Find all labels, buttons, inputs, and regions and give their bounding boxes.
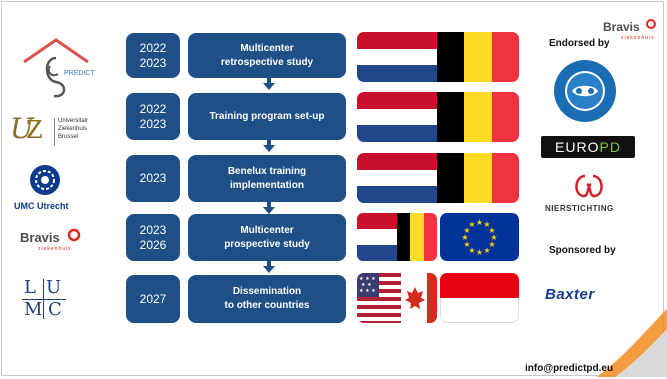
svg-text:★ ★ ★: ★ ★ ★ xyxy=(359,276,376,282)
arrow-2-stem xyxy=(267,140,271,145)
svg-text:★: ★ xyxy=(483,246,490,255)
flag-netherlands-small xyxy=(357,213,397,261)
arrow-3-stem xyxy=(267,202,271,207)
europd-part-1: EURO xyxy=(555,139,600,155)
ispd-logo xyxy=(552,58,618,124)
step-4-year-start: 2023 xyxy=(139,222,167,237)
uz-line-2: Ziekenhuis xyxy=(58,126,88,132)
nierstichting-kidney-icon xyxy=(575,174,603,198)
svg-text:★: ★ xyxy=(468,220,475,229)
step-4-years: 2023 2026 xyxy=(126,214,180,261)
bravis-right-swirl-icon xyxy=(646,19,656,29)
bravis-left-label: Bravis xyxy=(20,230,60,245)
europd-logo: EURO PD xyxy=(541,136,635,158)
step-2-year-end: 2023 xyxy=(139,116,167,131)
uz-brussel-logo: U Z Universitair Ziekenhuis Brussel xyxy=(10,112,110,152)
svg-text:★: ★ xyxy=(463,226,470,235)
lumc-logo: L U M C xyxy=(22,275,72,325)
flag-nl-be-row-3 xyxy=(357,153,519,203)
step-2-year-start: 2022 xyxy=(139,101,167,116)
step-5-year: 2027 xyxy=(139,291,167,306)
flag-indonesia xyxy=(440,273,519,323)
step-2-label: Training program set-up xyxy=(188,93,346,140)
uz-line-3: Brussel xyxy=(58,134,79,140)
lumc-letter-m: M xyxy=(24,299,43,320)
flag-netherlands xyxy=(357,92,437,142)
arrow-4-stem xyxy=(267,261,271,266)
europd-part-2: PD xyxy=(599,139,621,155)
arrow-1-stem xyxy=(267,78,271,83)
svg-text:★: ★ xyxy=(476,248,483,257)
step-4-year-end: 2026 xyxy=(139,237,167,252)
umc-emblem-icon xyxy=(30,165,60,195)
arrow-4-head xyxy=(263,266,275,273)
flag-usa-canada: ★ ★ ★★ ★★ ★ ★ xyxy=(357,273,437,323)
step-3-year: 2023 xyxy=(139,171,167,185)
bravis-right-label: Bravis xyxy=(603,20,640,34)
baxter-logo: Baxter xyxy=(545,286,595,303)
lumc-letter-l: L xyxy=(24,277,36,298)
step-1-year-end: 2023 xyxy=(139,55,167,70)
arrow-3-head xyxy=(263,207,275,214)
step-1-years: 2022 2023 xyxy=(126,33,180,78)
nierstichting-label: NIERSTICHTING xyxy=(545,204,614,213)
step-5-label: Dissemination to other countries xyxy=(188,275,346,323)
step-1-label: Multicenter retrospective study xyxy=(188,33,346,78)
svg-text:★ ★ ★: ★ ★ ★ xyxy=(359,288,376,294)
uz-mark-z: Z xyxy=(26,116,43,144)
step-3-years: 2023 xyxy=(126,155,180,202)
usa-canada-flag-icon: ★ ★ ★★ ★★ ★ ★ xyxy=(357,273,437,323)
uz-divider xyxy=(54,118,55,146)
step-3-label: Benelux training implementation xyxy=(188,155,346,202)
lumc-v-rule xyxy=(43,279,44,319)
flag-nl-be-row-2 xyxy=(357,92,519,142)
umc-label: UMC Utrecht xyxy=(14,201,69,211)
uz-line-1: Universitair xyxy=(58,118,89,124)
svg-text:★: ★ xyxy=(490,233,497,242)
flag-nl-be-row-1 xyxy=(357,32,519,82)
ispd-emblem-icon xyxy=(554,60,616,122)
step-5-years: 2027 xyxy=(126,275,180,323)
flag-netherlands xyxy=(357,153,437,203)
bravis-logo-right: Bravis ziekenhuis xyxy=(603,18,663,44)
nierstichting-logo: NIERSTICHTING xyxy=(545,172,635,218)
endorsed-by-heading: Endorsed by xyxy=(549,38,610,49)
svg-text:★: ★ xyxy=(488,226,495,235)
sponsored-by-heading: Sponsored by xyxy=(549,245,616,256)
svg-text:★: ★ xyxy=(461,233,468,242)
arrow-2-head xyxy=(263,145,275,152)
flag-european-union: ★★★ ★★★ ★★★ ★★★ xyxy=(440,213,519,261)
flag-belgium xyxy=(437,92,519,142)
lumc-letter-c: C xyxy=(48,299,62,320)
flag-netherlands xyxy=(357,32,437,82)
bravis-logo-left: Bravis ziekenhuis xyxy=(20,228,90,258)
svg-text:★: ★ xyxy=(488,240,495,249)
svg-text:★: ★ xyxy=(476,218,483,227)
flag-belgium-small xyxy=(397,213,437,261)
step-1-year-start: 2022 xyxy=(139,40,167,55)
predict-logo: PREDICT xyxy=(16,32,106,102)
step-2-years: 2022 2023 xyxy=(126,93,180,140)
svg-text:★: ★ xyxy=(483,220,490,229)
svg-text:★ ★: ★ ★ xyxy=(361,282,372,288)
contact-email[interactable]: info@predictpd.eu xyxy=(525,363,614,374)
flag-belgium xyxy=(437,153,519,203)
uz-mark: U xyxy=(10,112,34,145)
lumc-h-rule xyxy=(22,299,66,300)
svg-text:★: ★ xyxy=(468,246,475,255)
umc-utrecht-logo: UMC Utrecht xyxy=(14,163,84,213)
bravis-swirl-icon xyxy=(67,228,81,242)
corner-swoosh-decoration xyxy=(597,309,667,377)
step-4-label: Multicenter prospective study xyxy=(188,214,346,261)
svg-text:★: ★ xyxy=(463,240,470,249)
eu-stars-icon: ★★★ ★★★ ★★★ ★★★ xyxy=(461,218,497,257)
predict-label: PREDICT xyxy=(64,70,95,77)
lumc-letter-u: U xyxy=(46,277,62,298)
arrow-1-head xyxy=(263,83,275,90)
predict-house-icon xyxy=(23,38,89,98)
flag-belgium xyxy=(437,32,519,82)
bravis-right-sub: ziekenhuis xyxy=(621,35,655,41)
bravis-left-sub: ziekenhuis xyxy=(38,246,72,252)
